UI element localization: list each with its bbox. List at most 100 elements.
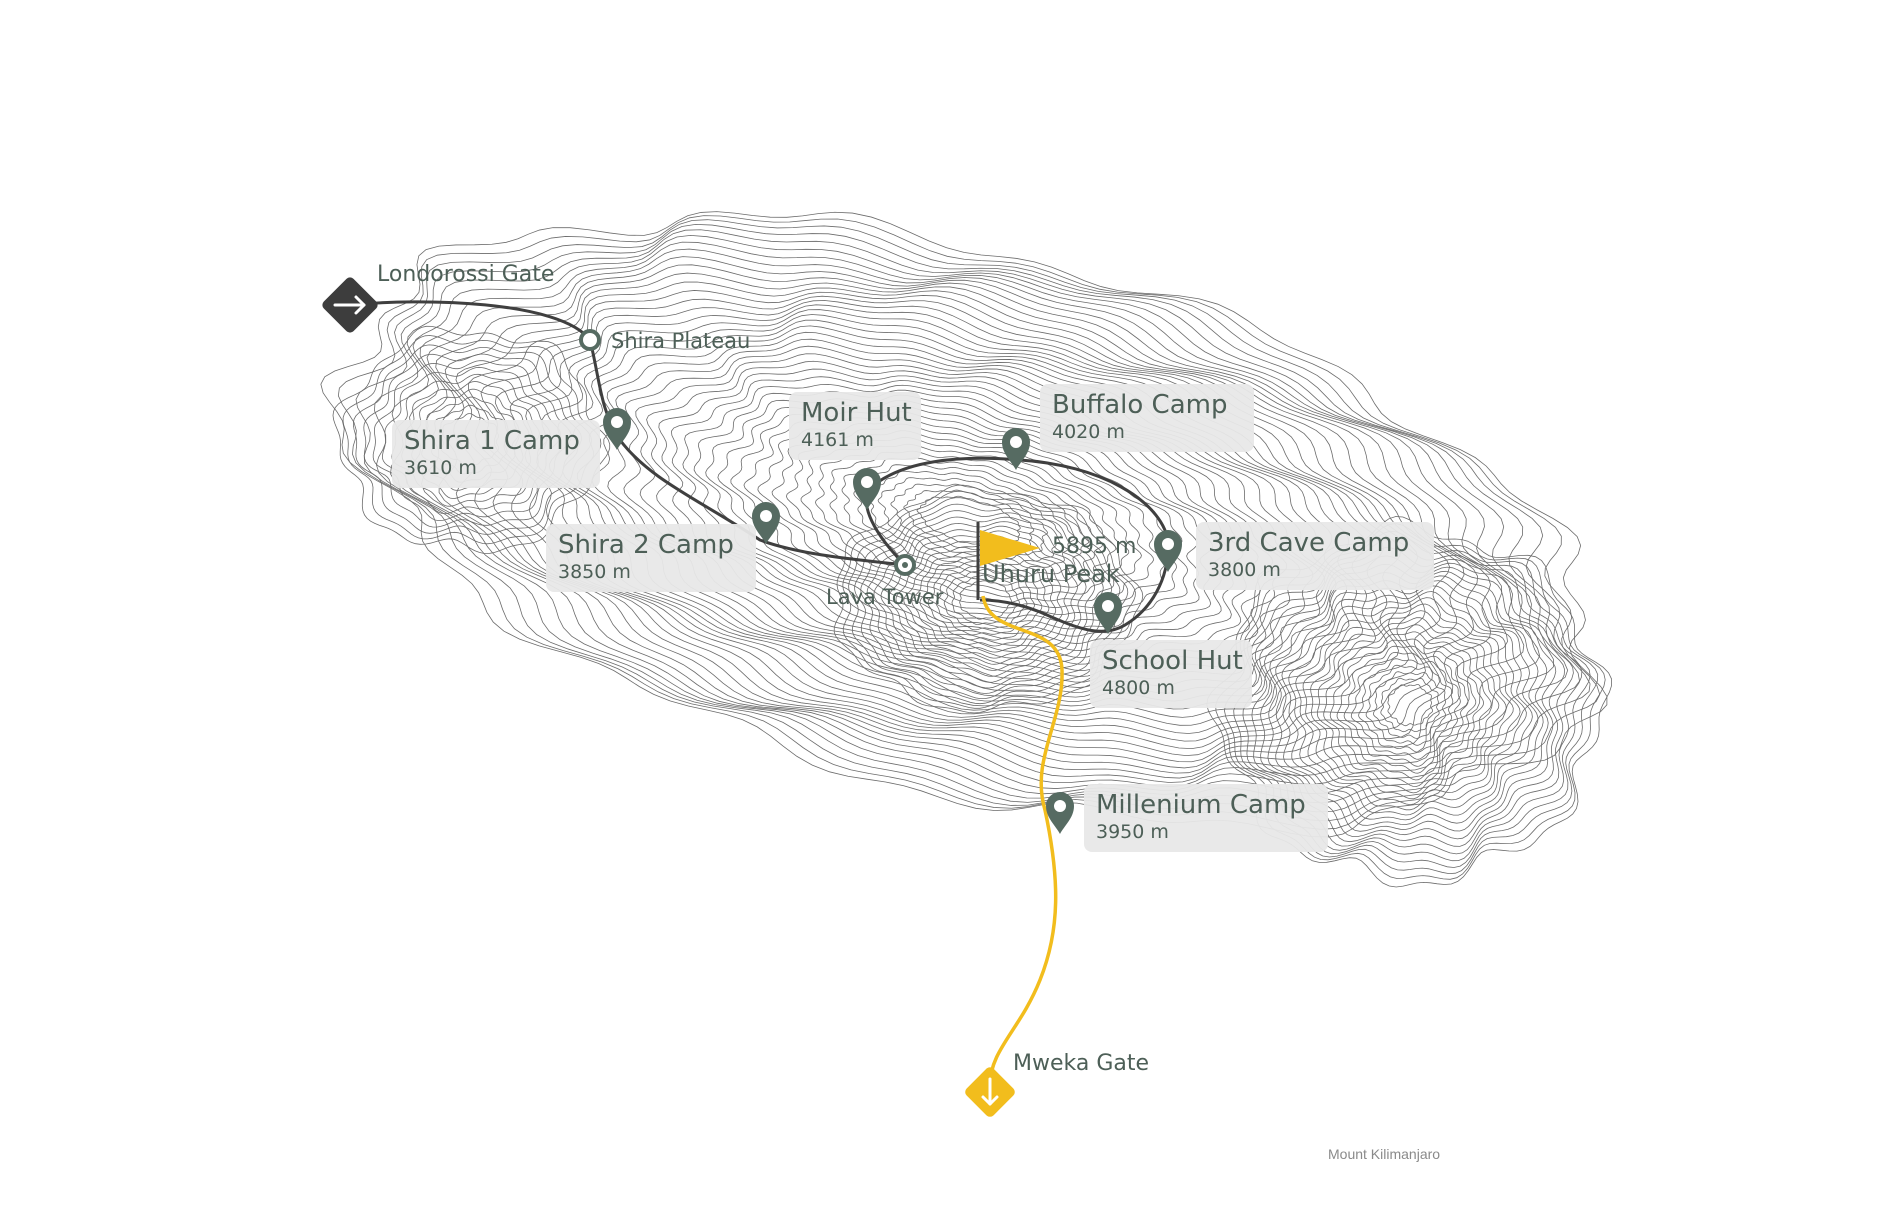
contour-line <box>1387 684 1434 727</box>
contour-line <box>873 521 1095 683</box>
contour-line <box>853 464 1090 580</box>
buffalo-camp-label: Buffalo Camp 4020 m <box>1040 384 1254 452</box>
contour-line <box>866 516 1104 689</box>
londorossi-gate-marker[interactable] <box>320 275 379 334</box>
lava-tower-marker[interactable] <box>894 554 916 576</box>
contour-line <box>854 503 1121 699</box>
shira-2-camp-label: Shira 2 Camp 3850 m <box>546 524 756 592</box>
shira-1-camp-label: Shira 1 Camp 3610 m <box>392 420 600 488</box>
contour-line <box>1380 677 1440 733</box>
contour-line <box>771 423 1166 616</box>
contour-line <box>381 366 562 515</box>
contour-line <box>1281 585 1539 821</box>
arrow-right-icon <box>333 295 366 315</box>
contour-line <box>927 557 1043 641</box>
buffalo-camp-pin-icon[interactable] <box>1002 428 1030 470</box>
contour-line <box>435 256 1508 783</box>
contour-line <box>1251 555 1574 855</box>
contour-line <box>693 389 1244 658</box>
contour-line <box>841 457 1103 586</box>
contour-line <box>1329 631 1492 781</box>
contour-line <box>1358 658 1461 753</box>
contour-line <box>848 497 1129 705</box>
millenium-camp-elevation: 3950 m <box>1096 821 1169 843</box>
arrow-down-icon <box>981 1077 999 1106</box>
contour-line <box>743 411 1189 630</box>
school-hut-pin-icon[interactable] <box>1094 592 1122 634</box>
contour-line <box>705 394 1229 651</box>
contour-line <box>880 525 1087 677</box>
contour-line <box>911 546 1057 653</box>
contour-line <box>1275 580 1544 826</box>
uhuru-peak-label: Uhuru Peak <box>982 560 1120 588</box>
moir-hut-name: Moir Hut <box>801 398 912 428</box>
third-cave-camp-name: 3rd Cave Camp <box>1208 528 1410 558</box>
contour-line <box>444 264 1492 779</box>
descent-route-line <box>981 595 1064 1086</box>
contour-line <box>363 353 582 528</box>
millenium-camp-pin-icon[interactable] <box>1046 792 1074 834</box>
contour-line <box>829 450 1117 592</box>
contour-line <box>860 510 1113 694</box>
contour-line <box>1269 575 1549 832</box>
contour-line <box>877 477 1062 567</box>
contour-line <box>1350 651 1469 760</box>
contour-line <box>717 399 1213 644</box>
contour-line <box>785 430 1154 609</box>
contour-line <box>352 344 592 535</box>
buffalo-camp-elevation: 4020 m <box>1052 421 1125 443</box>
contour-line <box>1288 591 1533 816</box>
contour-line <box>815 443 1130 598</box>
contour-line <box>374 223 1580 813</box>
contour-line <box>959 580 1012 620</box>
shira-1-camp-name: Shira 1 Camp <box>404 426 580 456</box>
contour-line <box>455 272 1479 774</box>
mweka-gate-marker[interactable] <box>963 1065 1017 1119</box>
moir-hut-elevation: 4161 m <box>801 429 874 451</box>
map-credit: Mount Kilimanjaro <box>1328 1146 1441 1162</box>
lava-tower-label: Lava Tower <box>826 585 944 609</box>
contour-line <box>1264 570 1557 840</box>
school-hut-elevation: 4800 m <box>1102 677 1175 699</box>
school-hut-name: School Hut <box>1102 646 1243 676</box>
shira-1-camp-elevation: 3610 m <box>404 457 477 479</box>
contour-line <box>332 325 611 554</box>
contour-line <box>919 551 1050 647</box>
contour-line <box>1323 624 1500 787</box>
school-hut-label: School Hut 4800 m <box>1090 640 1252 708</box>
contour-line <box>1302 603 1521 806</box>
shira-2-camp-pin-icon[interactable] <box>752 502 780 544</box>
shira-1-camp-pin-icon[interactable] <box>603 408 631 450</box>
millenium-camp-label: Millenium Camp 3950 m <box>1084 784 1328 852</box>
shira-2-camp-name: Shira 2 Camp <box>558 530 734 560</box>
contour-line <box>1373 671 1446 739</box>
contour-line <box>730 405 1200 637</box>
contour-line <box>800 436 1142 603</box>
contour-line <box>320 211 1608 838</box>
contour-line <box>1343 645 1477 767</box>
third-cave-camp-elevation: 3800 m <box>1208 559 1281 581</box>
shira-plateau-label: Shira Plateau <box>611 329 751 353</box>
shira-plateau-marker[interactable] <box>579 329 601 351</box>
contour-line <box>943 568 1028 631</box>
contour-lines <box>320 211 1613 888</box>
contour-line <box>494 295 1434 757</box>
massif-contours <box>320 211 1608 838</box>
contour-line <box>757 417 1177 623</box>
londorossi-gate-label: Londorossi Gate <box>377 262 555 287</box>
contour-line <box>342 335 602 545</box>
contour-line <box>935 562 1035 636</box>
uhuru-peak-elevation: 5895 m <box>1052 534 1137 559</box>
contour-line <box>1365 664 1454 746</box>
contour-line <box>1295 597 1527 811</box>
contour-line <box>372 360 572 522</box>
flag-icon[interactable] <box>976 522 1040 592</box>
contour-line <box>842 490 1136 709</box>
contour-line <box>1316 617 1507 794</box>
contour-line <box>1336 638 1485 774</box>
millenium-camp-name: Millenium Camp <box>1096 790 1306 820</box>
contour-line <box>337 215 1601 830</box>
third-cave-camp-pin-icon[interactable] <box>1154 530 1182 572</box>
moir-hut-pin-icon[interactable] <box>853 468 881 510</box>
